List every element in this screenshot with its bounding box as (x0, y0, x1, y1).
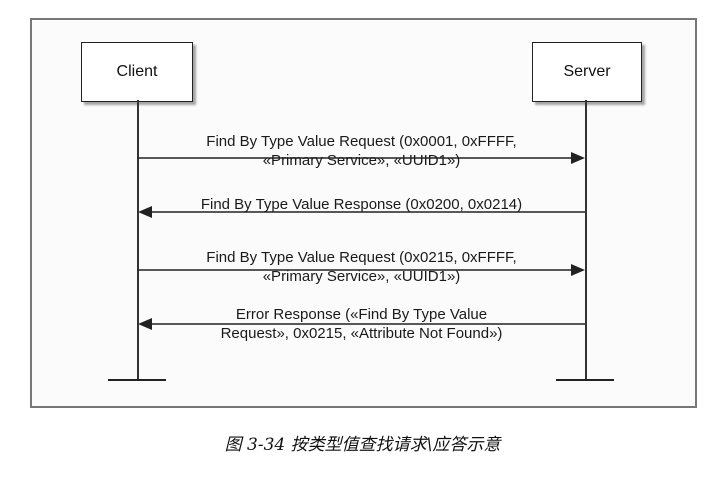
server-lifeline (585, 100, 587, 380)
message-4-line1: Error Response («Find By Type Value (235, 306, 488, 323)
client-label: Client (116, 63, 158, 80)
message-1-line2: «Primary Service», «UUID1») (262, 152, 461, 169)
message-1-arrow (138, 152, 585, 164)
message-3-text: Find By Type Value Request (0x0215, 0xFF… (138, 248, 585, 286)
message-3-line1: Find By Type Value Request (0x0215, 0xFF… (206, 249, 517, 266)
client-lifeline (137, 100, 139, 380)
message-4-line2: Request», 0x0215, «Attribute Not Found») (220, 325, 503, 342)
client-lifeline-base (108, 379, 166, 381)
message-3-line2: «Primary Service», «UUID1») (262, 268, 461, 285)
server-actor-box: Server (532, 42, 642, 102)
message-2-arrow (138, 206, 585, 218)
message-2-text: Find By Type Value Response (0x0200, 0x0… (138, 195, 585, 214)
client-actor-box: Client (81, 42, 193, 102)
message-3-arrow (138, 264, 585, 276)
server-lifeline-base (556, 379, 614, 381)
figure-caption: 图 3-34 按类型值查找请求\应答示意 (224, 435, 501, 455)
message-4-arrow (138, 318, 585, 330)
server-label: Server (563, 63, 611, 80)
message-2-line1: Find By Type Value Response (0x0200, 0x0… (200, 196, 523, 213)
message-1-line1: Find By Type Value Request (0x0001, 0xFF… (206, 133, 517, 150)
message-4-text: Error Response («Find By Type Value Requ… (138, 305, 585, 343)
message-1-text: Find By Type Value Request (0x0001, 0xFF… (138, 132, 585, 170)
